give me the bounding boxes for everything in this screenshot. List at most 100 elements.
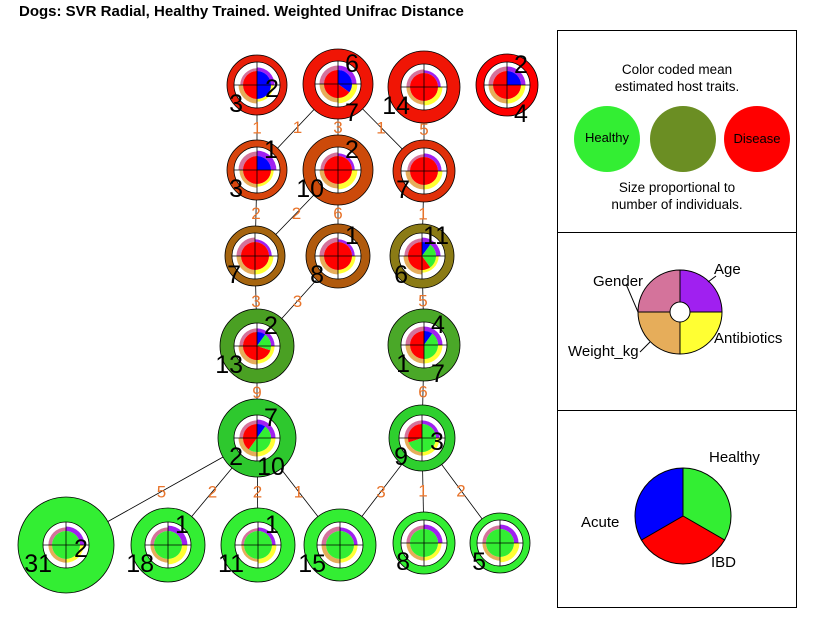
node-count-label: 2 [265,75,279,103]
trait-gender [406,525,424,543]
edge-label-r3b-r4b: 6 [418,383,427,402]
trait-weight [404,438,422,456]
mid-circle [650,106,716,172]
key-age-label: Age [714,261,741,278]
trait-age [258,527,276,545]
trait-antibiotics [338,84,358,104]
node-r0d: 24 [475,51,539,128]
edge-label-r0b-r1b: 3 [333,118,342,137]
trait-antibiotics [340,545,358,563]
trait-gender [407,154,424,171]
node-count-label: 7 [227,261,241,289]
chart-title: Dogs: SVR Radial, Healthy Trained. Weigh… [19,3,464,20]
edge-label-r4b-r5e: 1 [418,482,427,501]
node-r1c: 7 [392,139,456,204]
edge-label-r2c-r3b: 5 [418,292,427,311]
edge-label-r1b-r2a: 2 [292,204,301,223]
trait-weight [406,543,424,561]
trait-age [66,526,85,545]
node-r0a: 32 [226,54,288,118]
key-weight-label: Weight_kg [568,343,639,360]
trait-weight [488,85,507,104]
healthy-circle [574,106,640,172]
category-healthy [248,426,271,452]
trait-weight [241,545,258,562]
edge-label-r4a-r5a: 5 [157,483,166,502]
trait-gender [239,328,257,346]
node-r4b: 93 [388,404,456,472]
key-antibiotics-label: Antibiotics [714,330,783,347]
trait-antibiotics [257,170,274,187]
trait-age [257,67,275,85]
node-count-label: 3 [229,175,243,203]
node-count-label: 18 [126,550,154,578]
trait-age [500,524,519,543]
legend-traits-size-line1: Size proportional to [618,180,736,195]
category-healthy [424,333,439,359]
key-age-slice [679,269,723,313]
trait-age [424,326,443,345]
trait-gender [48,527,66,545]
trait-antibiotics [424,543,442,561]
trait-age [424,70,441,87]
category-acute [257,332,266,346]
trait-age [422,420,440,438]
legend-traits-panel: Color coded mean estimated host traits. … [557,30,797,233]
node-r1a: 13 [226,136,288,203]
trait-age [338,153,355,170]
trait-antibiotics [424,345,443,364]
healthy-circle-label: Healthy [584,130,630,145]
trait-weight [319,84,338,103]
trait-age [257,150,277,170]
node-count-label: 3 [430,428,444,456]
trait-gender [239,420,257,438]
trait-gender [488,66,507,85]
node-r5e: 8 [392,511,456,576]
edge-label-r1b-r2b: 6 [333,204,342,223]
category-ibd [242,424,257,450]
edge-label-r4a-r5d: 1 [294,483,303,502]
category-acute-label: Acute [581,514,620,531]
legend-traits-line2: estimated host traits. [614,79,740,94]
node-count-label: 2 [345,136,359,164]
trait-age [255,239,272,256]
node-count-label: 8 [310,261,324,289]
trait-gender [238,151,257,170]
node-count-label: 1 [345,222,359,250]
edge-label-r0a-r1a: 1 [252,119,261,138]
trait-weight [238,346,257,365]
node-r5d: 15 [298,508,377,582]
node-count-label: 4 [514,100,528,128]
trait-weight [150,545,168,563]
node-r0c: 14 [382,50,461,124]
trait-antibiotics [257,85,274,102]
trait-weight [406,87,424,105]
trait-antibiotics [424,87,443,106]
node-r2a: 7 [224,225,286,289]
edge-label-r2b-r3a: 3 [293,292,302,311]
category-healthy-slice [682,467,732,541]
trait-age [257,419,276,438]
trait-age [338,239,355,256]
category-acute [257,156,271,170]
trait-gender [236,237,255,256]
node-count-label: 13 [215,351,243,379]
trait-weight [236,256,255,275]
trait-age [338,65,357,84]
trait-antibiotics [338,170,358,190]
node-r5b: 1 18 [126,507,206,583]
node-count-label: 1 [175,511,189,539]
node-count-label: 15 [298,550,326,578]
trait-antibiotics [422,438,440,456]
node-count-label: 9 [394,443,408,471]
trait-age [422,237,441,256]
disease-circle [724,106,790,172]
edge-label-r4b-r5d: 3 [376,483,385,502]
disease-circle-label: Disease [733,131,781,146]
edge-label-r3a-r4a: 9 [252,383,261,402]
trait-weight [319,170,338,189]
node-count-label: 1 [265,511,279,539]
trait-weight [405,171,424,190]
